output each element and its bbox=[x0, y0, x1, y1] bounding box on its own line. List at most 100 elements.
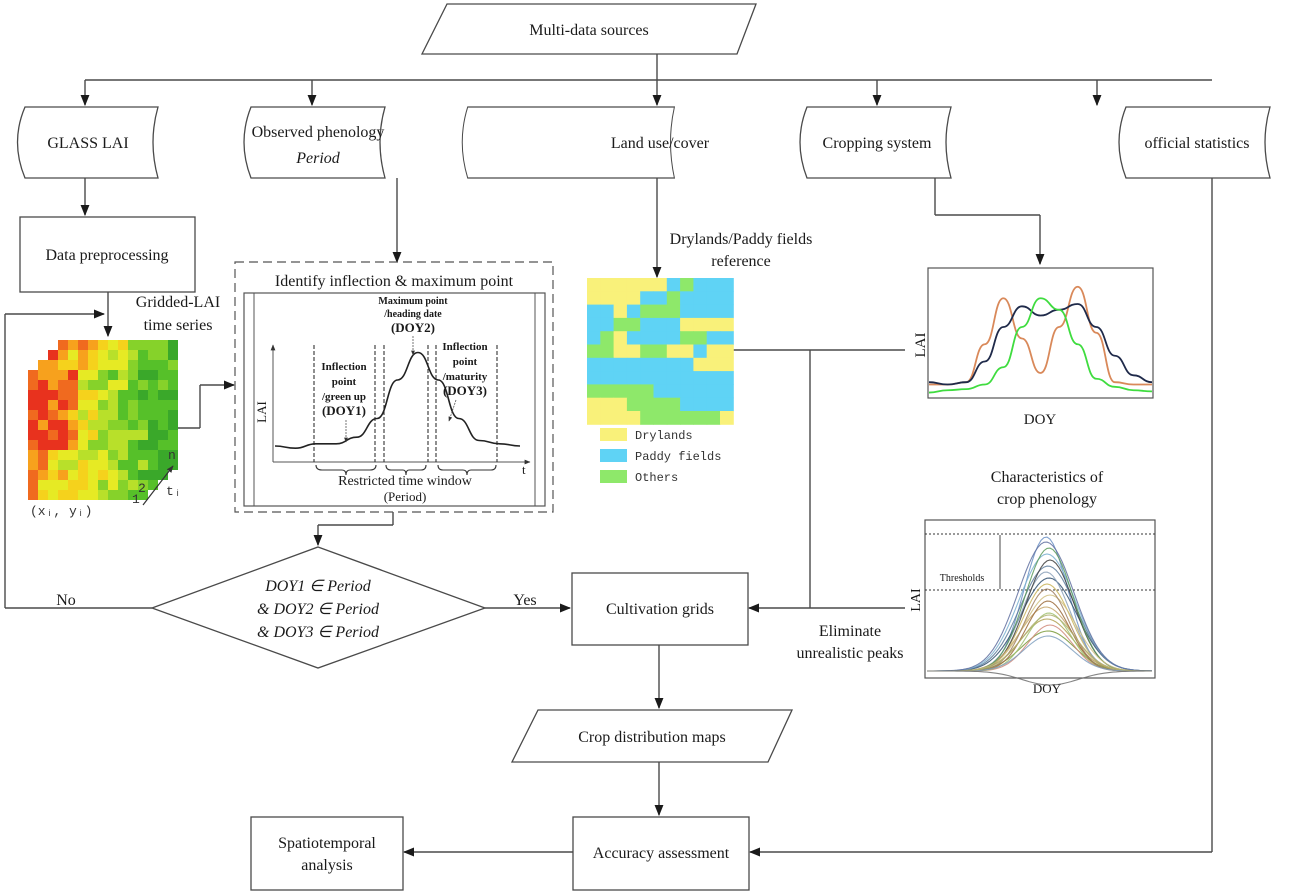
landuse-cell bbox=[653, 331, 668, 345]
phenology-y-axis-label: LAI bbox=[254, 401, 269, 423]
landuse-cell bbox=[720, 331, 734, 345]
lai-grid-cell bbox=[88, 470, 98, 480]
landuse-cell bbox=[600, 411, 615, 425]
lai-grid-cell bbox=[148, 370, 158, 380]
landuse-cell bbox=[640, 384, 654, 399]
lai-grid-cell bbox=[168, 380, 178, 390]
lai-grid-cell bbox=[28, 370, 38, 380]
lai-grid-cell bbox=[48, 370, 58, 380]
lai-grid-cell bbox=[168, 350, 178, 360]
lai-grid-cell bbox=[108, 390, 118, 400]
landuse-cell bbox=[600, 371, 615, 385]
landuse-cell bbox=[600, 331, 615, 345]
landuse-cell bbox=[640, 397, 654, 412]
landuse-cell bbox=[706, 278, 721, 292]
lai-grid-cell bbox=[58, 390, 68, 400]
lai-grid-cell bbox=[138, 430, 148, 440]
lai-grid-cell bbox=[68, 480, 78, 490]
phenology-series-line bbox=[927, 541, 1152, 672]
lai-grid-cell bbox=[118, 340, 128, 350]
lai-grid-cell bbox=[38, 450, 48, 460]
lai-grid-cell bbox=[98, 480, 108, 490]
lai-grid-cell bbox=[98, 420, 108, 430]
lai-grid-cell bbox=[168, 440, 178, 450]
lai-grid-cell bbox=[58, 450, 68, 460]
spatiotemporal-label-2: analysis bbox=[301, 857, 353, 874]
lai-grid-cell bbox=[158, 440, 168, 450]
lai-grid-cell bbox=[78, 430, 88, 440]
lai-grid-cell bbox=[58, 360, 68, 370]
lai-grid-cell bbox=[118, 460, 128, 470]
lai-grid-cell bbox=[38, 460, 48, 470]
lai-grid-cell bbox=[148, 390, 158, 400]
lai-grid-cell bbox=[88, 440, 98, 450]
lai-grid-cell bbox=[68, 410, 78, 420]
landuse-cell bbox=[640, 317, 654, 332]
multi-data-sources-label: Multi-data sources bbox=[529, 22, 649, 39]
landuse-cell bbox=[706, 397, 721, 412]
landuse-cell bbox=[693, 384, 708, 399]
lai-grid-cell bbox=[118, 430, 128, 440]
spatiotemporal-label-1: Spatiotemporal bbox=[278, 835, 376, 852]
gridded-lai-stack bbox=[28, 340, 178, 500]
lai-grid-cell bbox=[168, 370, 178, 380]
lai-grid-cell bbox=[148, 450, 158, 460]
phenology-x-axis-label: t bbox=[522, 462, 526, 477]
lai-grid-cell bbox=[108, 420, 118, 430]
lai-grid-cell bbox=[128, 420, 138, 430]
landuse-cell bbox=[653, 384, 668, 399]
lai-grid-cell bbox=[128, 390, 138, 400]
lai-grid-cell bbox=[98, 460, 108, 470]
landuse-cell bbox=[640, 357, 654, 372]
lai-grid-cell bbox=[88, 360, 98, 370]
landuse-cell bbox=[720, 384, 734, 399]
lai-grid-cell bbox=[128, 460, 138, 470]
lai-grid-cell bbox=[158, 420, 168, 430]
landuse-cell bbox=[613, 317, 628, 332]
lai-grid-cell bbox=[58, 460, 68, 470]
lai-grid-cell bbox=[128, 450, 138, 460]
lai-grid-cell bbox=[48, 360, 58, 370]
landuse-cell bbox=[680, 291, 694, 306]
lai-grid-cell bbox=[118, 420, 128, 430]
landuse-cell bbox=[626, 291, 641, 306]
lai-grid-cell bbox=[148, 400, 158, 410]
landuse-cell bbox=[640, 331, 654, 345]
lai-grid-cell bbox=[58, 420, 68, 430]
landuse-cell bbox=[587, 304, 601, 319]
lai-grid-cell bbox=[118, 360, 128, 370]
lai-grid-cell bbox=[78, 440, 88, 450]
landuse-cell bbox=[626, 344, 641, 359]
lai-grid-cell bbox=[48, 490, 58, 500]
landuse-cell bbox=[587, 278, 601, 292]
landuse-cell bbox=[720, 357, 734, 372]
lai-grid-cell bbox=[48, 470, 58, 480]
decision-line-3: & DOY3 ∈ Period bbox=[257, 624, 380, 641]
landuse-cell bbox=[600, 384, 615, 399]
lai-grid-cell bbox=[98, 360, 108, 370]
landuse-cell bbox=[666, 317, 681, 332]
landuse-cell bbox=[613, 278, 628, 292]
cropping-system-node: Cropping system bbox=[799, 106, 952, 179]
lai-grid-cell bbox=[58, 430, 68, 440]
landuse-cell bbox=[587, 344, 601, 359]
lai-grid-cell bbox=[68, 460, 78, 470]
lai-grid-cell bbox=[108, 430, 118, 440]
lai-grid-cell bbox=[98, 440, 108, 450]
lai-grid-cell bbox=[138, 400, 148, 410]
lai-grid-cell bbox=[98, 450, 108, 460]
lai-grid-cell bbox=[88, 380, 98, 390]
lai-grid-cell bbox=[108, 440, 118, 450]
lai-grid-cell bbox=[128, 470, 138, 480]
lai-grid-cell bbox=[88, 490, 98, 500]
lai-grid-cell bbox=[78, 360, 88, 370]
legend-swatch bbox=[600, 428, 627, 441]
lai-grid-cell bbox=[158, 400, 168, 410]
lai-grid-cell bbox=[98, 400, 108, 410]
lai-grid-cell bbox=[108, 480, 118, 490]
lai-grid-cell bbox=[128, 340, 138, 350]
phenology-panel-title: Identify inflection & maximum point bbox=[275, 273, 514, 290]
lai-grid-cell bbox=[68, 350, 78, 360]
landuse-cell bbox=[680, 317, 694, 332]
